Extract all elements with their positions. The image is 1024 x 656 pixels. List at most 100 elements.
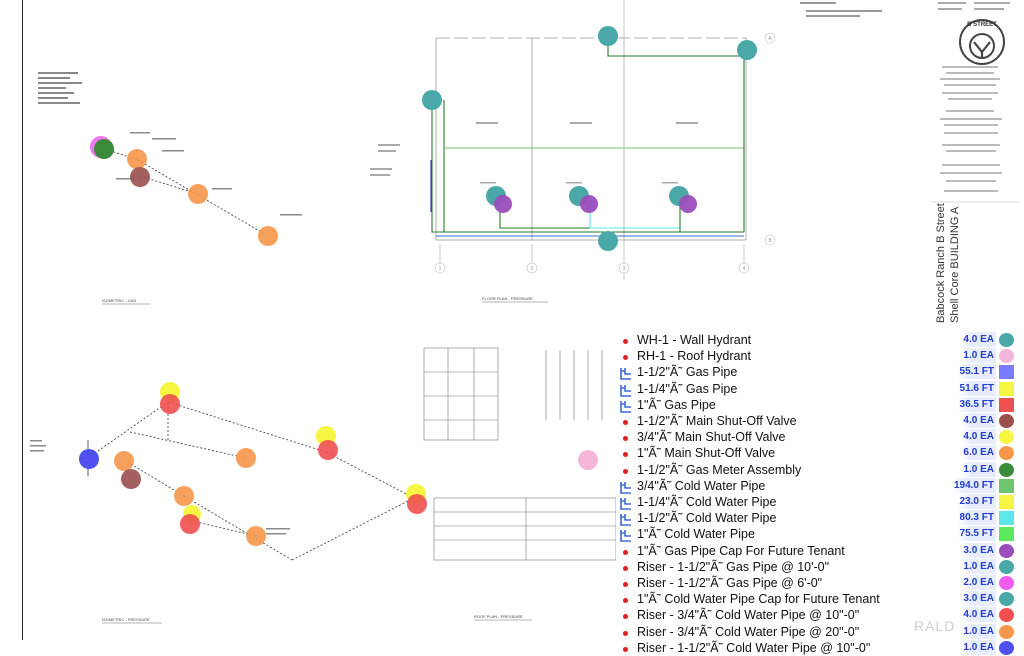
legend-item-quantity: 4.0 EA (961, 332, 996, 347)
legend-item-label: 1"Ã˜ Gas Pipe Cap For Future Tenant (637, 543, 845, 558)
legend-item[interactable]: 1"Ã˜ Gas Pipe Cap For Future Tenant 3.0 E… (616, 542, 1018, 559)
legend-item[interactable]: 1-1/2"Ã˜ Main Shut-Off Valve 4.0 EA (616, 413, 1018, 429)
legend-item-label: 3/4"Ã˜ Cold Water Pipe (637, 478, 766, 493)
legend-item-quantity: 1.0 EA (961, 639, 996, 655)
legend-item[interactable]: 3/4"Ã˜ Main Shut-Off Valve 4.0 EA (616, 429, 1018, 445)
legend-item-label: 1-1/4"Ã˜ Cold Water Pipe (637, 495, 777, 509)
project-name-line1: Babcock Ranch B Street (935, 203, 947, 323)
legend-item-label: Riser - 3/4"Ã˜ Cold Water Pipe @ 20"-0" (637, 624, 860, 639)
grid-label-1: 1 (439, 266, 442, 272)
grid-label-4: 4 (743, 266, 746, 272)
legend-item-label: 1-1/2"Ã˜ Main Shut-Off Valve (637, 414, 797, 428)
legend-item[interactable]: Riser - 1-1/2"Ã˜ Gas Pipe @ 6'-0" 2.0 EA (616, 575, 1018, 591)
legend-item[interactable]: Riser - 3/4"Ã˜ Cold Water Pipe @ 10"-0" 4… (616, 607, 1018, 623)
legend-item-swatch (999, 446, 1014, 461)
dot-icon (618, 577, 632, 591)
legend-item-swatch (999, 608, 1014, 623)
legend-item-label: Riser - 1-1/2"Ã˜ Cold Water Pipe @ 10"-0… (637, 640, 871, 655)
legend-item[interactable]: WH-1 - Wall Hydrant 4.0 EA (616, 332, 1018, 348)
dot-icon (618, 415, 632, 429)
legend-item-label: 1"Ã˜ Cold Water Pipe Cap for Future Tena… (637, 592, 880, 607)
legend-item-quantity: 3.0 EA (961, 542, 996, 558)
legend-item-swatch (999, 624, 1014, 639)
dot-icon (618, 642, 632, 656)
grid-label-a: A (768, 36, 772, 42)
floor-plan-pressure: A B 1 2 3 4 FLOOR PLAN - PRESSURE (370, 0, 776, 303)
legend-item-quantity: 2.0 EA (961, 575, 996, 590)
legend-item-swatch (999, 430, 1014, 445)
legend-item-label: 1"Ã˜ Cold Water Pipe (637, 527, 755, 542)
dot-icon (618, 626, 632, 640)
legend-item[interactable]: 1-1/2"Ã˜ Gas Pipe 55.1 FT (616, 364, 1018, 381)
legend-item[interactable]: 1"Ã˜ Cold Water Pipe 75.5 FT (616, 526, 1018, 543)
sheet-border-left (22, 0, 23, 640)
grid-label-3: 3 (623, 266, 626, 272)
legend-item[interactable]: 1"Ã˜ Cold Water Pipe Cap for Future Tena… (616, 591, 1018, 607)
isometric-gas-diagram: ISOMETRIC - GAS (38, 72, 302, 305)
legend-item-swatch (999, 511, 1014, 526)
title-block: B STREET (926, 0, 1024, 330)
legend-item-swatch (999, 397, 1014, 412)
dot-icon (618, 447, 632, 461)
dot-icon (618, 431, 632, 445)
legend-item-swatch (999, 543, 1014, 558)
legend-item-quantity: 75.5 FT (957, 526, 996, 542)
legend-item[interactable]: Riser - 1-1/2"Ã˜ Gas Pipe @ 10'-0"1.0 EA (616, 558, 1018, 575)
floor-plan-title: FLOOR PLAN - PRESSURE (482, 296, 533, 301)
legend-item-quantity: 4.0 EA (961, 607, 996, 623)
legend-item-quantity: 1.0 EA (961, 348, 996, 364)
dot-icon (618, 609, 632, 623)
legend-item-swatch (999, 527, 1014, 542)
grid-label-b: B (768, 238, 772, 244)
legend-item-swatch (999, 478, 1014, 493)
dot-icon (618, 545, 632, 559)
legend-item-label: 1-1/2"Ã˜ Gas Pipe (637, 365, 738, 380)
pipe-icon (618, 528, 632, 543)
legend-item[interactable]: Riser - 1-1/2"Ã˜ Cold Water Pipe @ 10"-0… (616, 639, 1018, 656)
legend-item-quantity: 4.0 EA (961, 429, 996, 445)
iso-pressure-title: ISOMETRIC - PRESSURE (102, 617, 150, 622)
pipe-icon (618, 399, 632, 413)
legend-item-label: 1-1/2"Ã˜ Cold Water Pipe (637, 511, 777, 526)
pipe-icon (618, 480, 632, 494)
legend-item-quantity: 3.0 EA (961, 591, 996, 607)
legend-item-swatch (999, 559, 1014, 574)
legend-item-quantity: 80.3 FT (957, 510, 996, 526)
project-name-line2: Shell Core BUILDING A (949, 206, 961, 323)
grid-label-2: 2 (531, 266, 534, 272)
logo-text: B STREET (967, 22, 997, 28)
legend-item-label: Riser - 3/4"Ã˜ Cold Water Pipe @ 10"-0" (637, 608, 860, 623)
legend-item-swatch (999, 495, 1014, 509)
legend-item-swatch (999, 462, 1014, 477)
legend-item-label: Riser - 1-1/2"Ã˜ Gas Pipe @ 6'-0" (637, 576, 823, 590)
roof-plan-title: ROOF PLAN - PRESSURE (474, 614, 523, 619)
legend-item[interactable]: Riser - 3/4"Ã˜ Cold Water Pipe @ 20"-0"1… (616, 623, 1018, 640)
legend-item-swatch (999, 333, 1014, 347)
legend-item[interactable]: 1-1/2"Ã˜ Cold Water Pipe 80.3 FT (616, 510, 1018, 526)
legend-item-quantity: 55.1 FT (957, 364, 996, 380)
dot-icon (618, 561, 632, 575)
legend-item-quantity: 1.0 EA (961, 558, 996, 574)
dot-icon (618, 464, 632, 478)
legend-item-label: RH-1 - Roof Hydrant (637, 349, 751, 364)
iso-gas-title: ISOMETRIC - GAS (102, 298, 137, 303)
legend-item[interactable]: 1-1/4"Ã˜ Cold Water Pipe 23.0 FT (616, 494, 1018, 510)
legend-item[interactable]: RH-1 - Roof Hydrant 1.0 EA (616, 348, 1018, 364)
legend-item-label: WH-1 - Wall Hydrant (637, 333, 752, 347)
legend-item-swatch (999, 365, 1014, 380)
legend-item-quantity: 23.0 FT (957, 494, 996, 509)
pipe-icon (618, 366, 632, 381)
pipe-icon (618, 512, 632, 526)
legend-item-quantity: 36.5 FT (957, 396, 996, 412)
legend-item-quantity: 4.0 EA (961, 413, 996, 428)
dot-icon (618, 334, 632, 348)
legend-item-label: 3/4"Ã˜ Main Shut-Off Valve (637, 430, 786, 445)
legend-item-quantity: 51.6 FT (957, 380, 996, 396)
